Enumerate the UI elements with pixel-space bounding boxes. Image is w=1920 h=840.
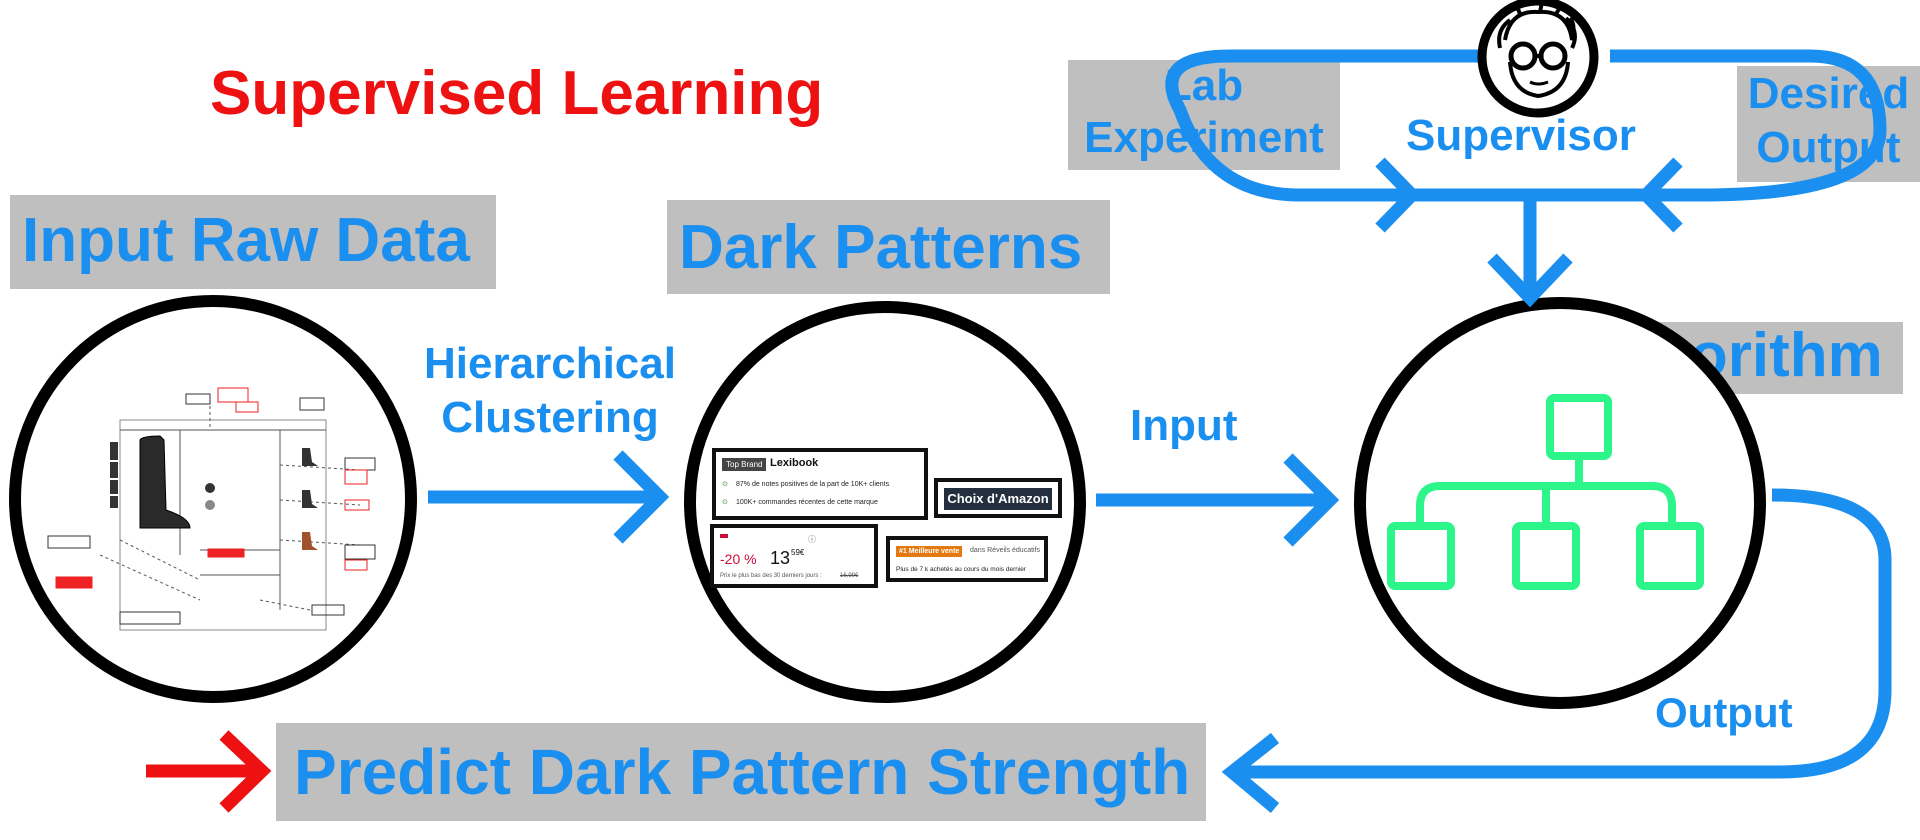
limited-offer-card: ⓘ -20 % 13 59€ Prix le plus bas des 30 d… (710, 524, 878, 588)
output-curve (1232, 488, 1892, 779)
input-raw-data-box: Input Raw Data (10, 195, 496, 289)
input-label: Input (1130, 401, 1238, 450)
check-icon-1: ⊙ (722, 481, 728, 488)
choix-amazon-badge: Choix d'Amazon (944, 488, 1052, 510)
choix-amazon-card: Choix d'Amazon (934, 478, 1062, 518)
best-seller-category: dans Réveils éducatifs (970, 547, 1041, 554)
top-brand-badge: Top Brand (722, 458, 767, 471)
price-main: 13 (770, 548, 791, 568)
prix-bas: Prix le plus bas des 30 derniers jours : (720, 573, 822, 579)
supervisor-icon (1477, 0, 1599, 118)
down-arrow-head (1487, 253, 1573, 308)
algorithm-circle (1354, 297, 1766, 709)
clustering-label: Clustering (441, 393, 659, 442)
loop-chevron-right (1636, 157, 1683, 233)
best-seller-card: #1 Meilleure vente dans Réveils éducatif… (886, 536, 1048, 582)
output-arrow-head (1221, 732, 1280, 813)
offer-badge (720, 534, 728, 538)
diagram-title: Supervised Learning (210, 59, 824, 128)
loop-chevron-left (1375, 157, 1422, 233)
old-price: 16,99€ (840, 573, 859, 579)
desired-output-box: Desired Output (1737, 66, 1920, 182)
supervisor-label: Supervisor (1406, 111, 1636, 160)
check-icon-2: ⊙ (722, 499, 728, 506)
top-brand-card: Top Brand Lexibook ⊙ 87% de notes positi… (712, 448, 928, 520)
input-raw-data-label: Input Raw Data (22, 206, 470, 275)
predict-box: Predict Dark Pattern Strength (276, 723, 1206, 821)
raw-data-screenshot (47, 387, 376, 631)
raw-data-circle (9, 295, 417, 703)
tree-icon (1387, 394, 1704, 590)
top-brand-name: Lexibook (770, 457, 819, 469)
price-cents: 59€ (791, 548, 805, 557)
best-seller-badge: #1 Meilleure vente (896, 546, 963, 557)
check-text-2: 100K+ commandes récentes de cette marque (736, 499, 878, 506)
discount: -20 % (720, 551, 757, 567)
predict-label: Predict Dark Pattern Strength (294, 736, 1191, 808)
supervisor-loop (1165, 49, 1887, 202)
arrow-head-2 (1283, 453, 1340, 547)
arrow-head-1 (613, 450, 670, 544)
check-text-1: 87% de notes positives de la part de 10K… (736, 481, 890, 488)
dark-patterns-label: Dark Patterns (679, 213, 1083, 282)
dark-patterns-box: Dark Patterns (667, 200, 1110, 294)
red-arrow-head (219, 730, 272, 813)
output-label: Output (1655, 689, 1793, 736)
best-seller-sub: Plus de 7 k achetés au cours du mois der… (896, 566, 1027, 573)
info-icon: ⓘ (808, 535, 816, 544)
hierarchical-label: Hierarchical (424, 339, 676, 388)
